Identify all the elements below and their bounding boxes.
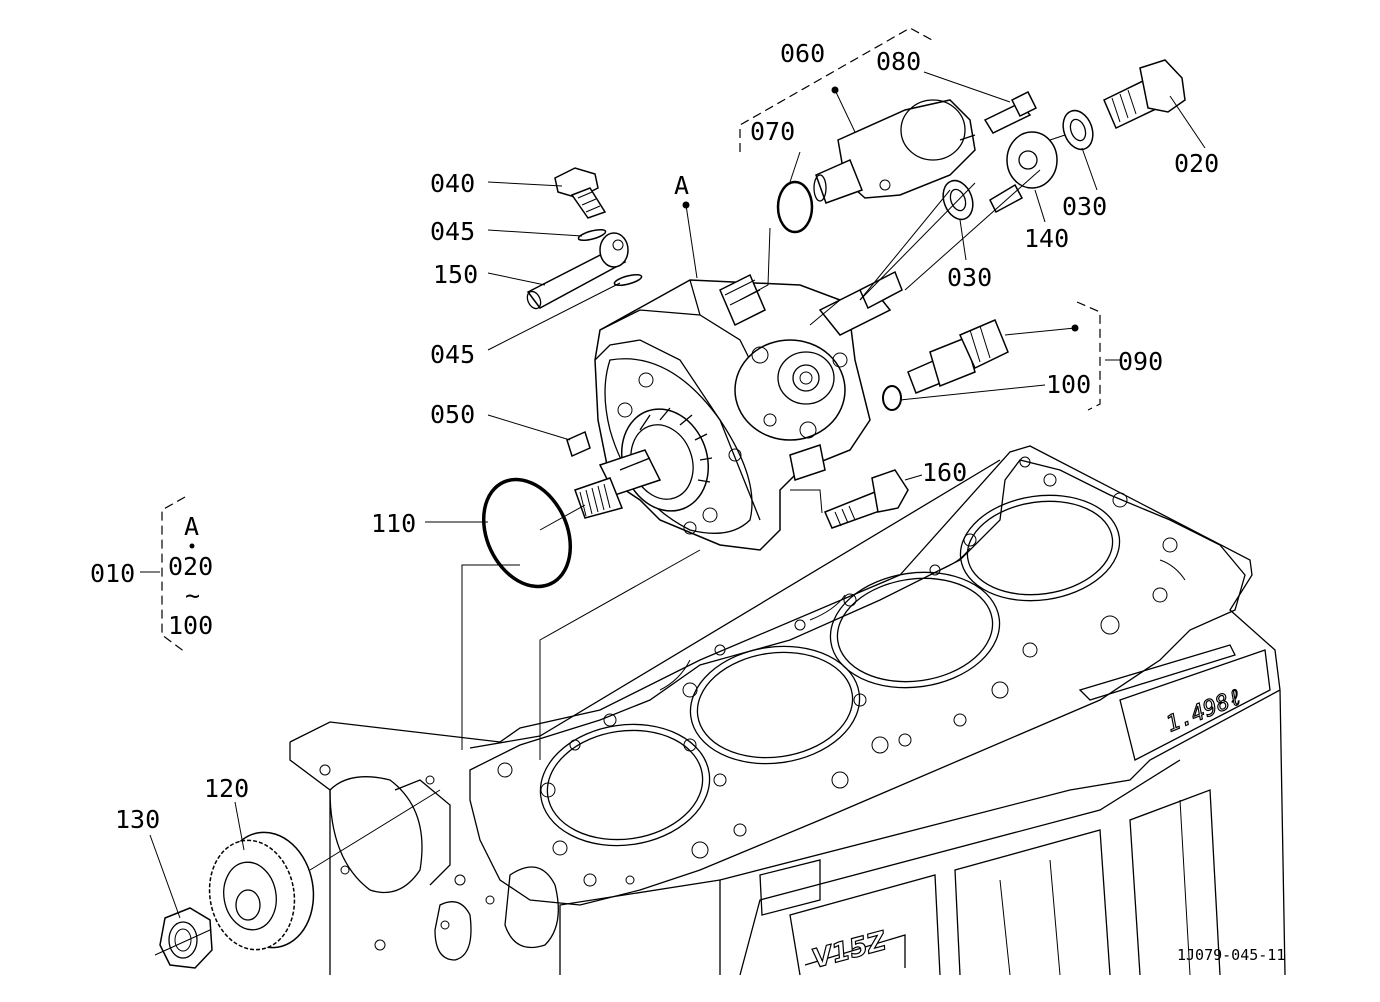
label-160: 160 — [922, 458, 967, 487]
bracket-090-group — [1076, 301, 1101, 411]
label-020: 020 — [1174, 149, 1219, 178]
bracket-010-group — [161, 496, 186, 653]
part-150-banjo — [526, 232, 629, 310]
part-040-bolt — [554, 167, 607, 219]
label-070: 070 — [750, 117, 795, 146]
part-080-screw — [983, 90, 1038, 134]
label-140: 140 — [1024, 224, 1069, 253]
label-090: 090 — [1118, 347, 1163, 376]
ref-dot-060 — [831, 86, 839, 94]
part-045-washer-lower — [613, 273, 643, 287]
part-045-washer-upper — [577, 228, 607, 242]
label-130: 130 — [115, 805, 160, 834]
part-070-o-ring — [776, 180, 814, 234]
ref-dot-090 — [1071, 324, 1079, 332]
part-160-bolt — [824, 469, 909, 529]
fuel-supply-pump — [574, 270, 903, 551]
engine-block — [289, 445, 1286, 976]
block-displacement-marking: 1.498ℓ — [1163, 685, 1246, 738]
assembly-note-from: 020 — [168, 552, 213, 581]
leader-lines — [140, 71, 1206, 956]
label-010: 010 — [90, 559, 135, 588]
label-120: 120 — [204, 774, 249, 803]
assembly-note-ref: A — [184, 512, 199, 541]
part-050-key — [566, 430, 591, 458]
part-020-hollow-bolt — [1103, 59, 1186, 130]
assembly-note-tilde: ~ — [185, 581, 200, 610]
figure-code: 1J079-045-11 — [1177, 946, 1285, 964]
block-model-marking: V15Z — [809, 926, 890, 975]
label-030-lower: 030 — [947, 263, 992, 292]
label-045-upper: 045 — [430, 217, 475, 246]
label-a: A — [674, 171, 689, 200]
label-080: 080 — [876, 47, 921, 76]
part-140-banjo-pipe — [989, 131, 1058, 214]
part-030-washer-upper — [1062, 109, 1094, 151]
label-040: 040 — [430, 169, 475, 198]
label-100: 100 — [1046, 370, 1091, 399]
ref-dot-note — [189, 543, 195, 549]
label-045-lower: 045 — [430, 340, 475, 369]
ref-dot-a — [682, 201, 690, 209]
part-060-regulator — [813, 99, 976, 204]
part-100-o-ring — [882, 385, 902, 411]
label-050: 050 — [430, 400, 475, 429]
label-030-upper: 030 — [1062, 192, 1107, 221]
part-090-pressure-sensor — [907, 319, 1009, 394]
label-150: 150 — [433, 260, 478, 289]
label-110: 110 — [371, 509, 416, 538]
part-110-o-ring — [481, 477, 573, 589]
part-120-gear — [208, 831, 315, 951]
label-060: 060 — [780, 39, 825, 68]
part-130-nut — [159, 907, 213, 969]
assembly-note-to: 100 — [168, 611, 213, 640]
